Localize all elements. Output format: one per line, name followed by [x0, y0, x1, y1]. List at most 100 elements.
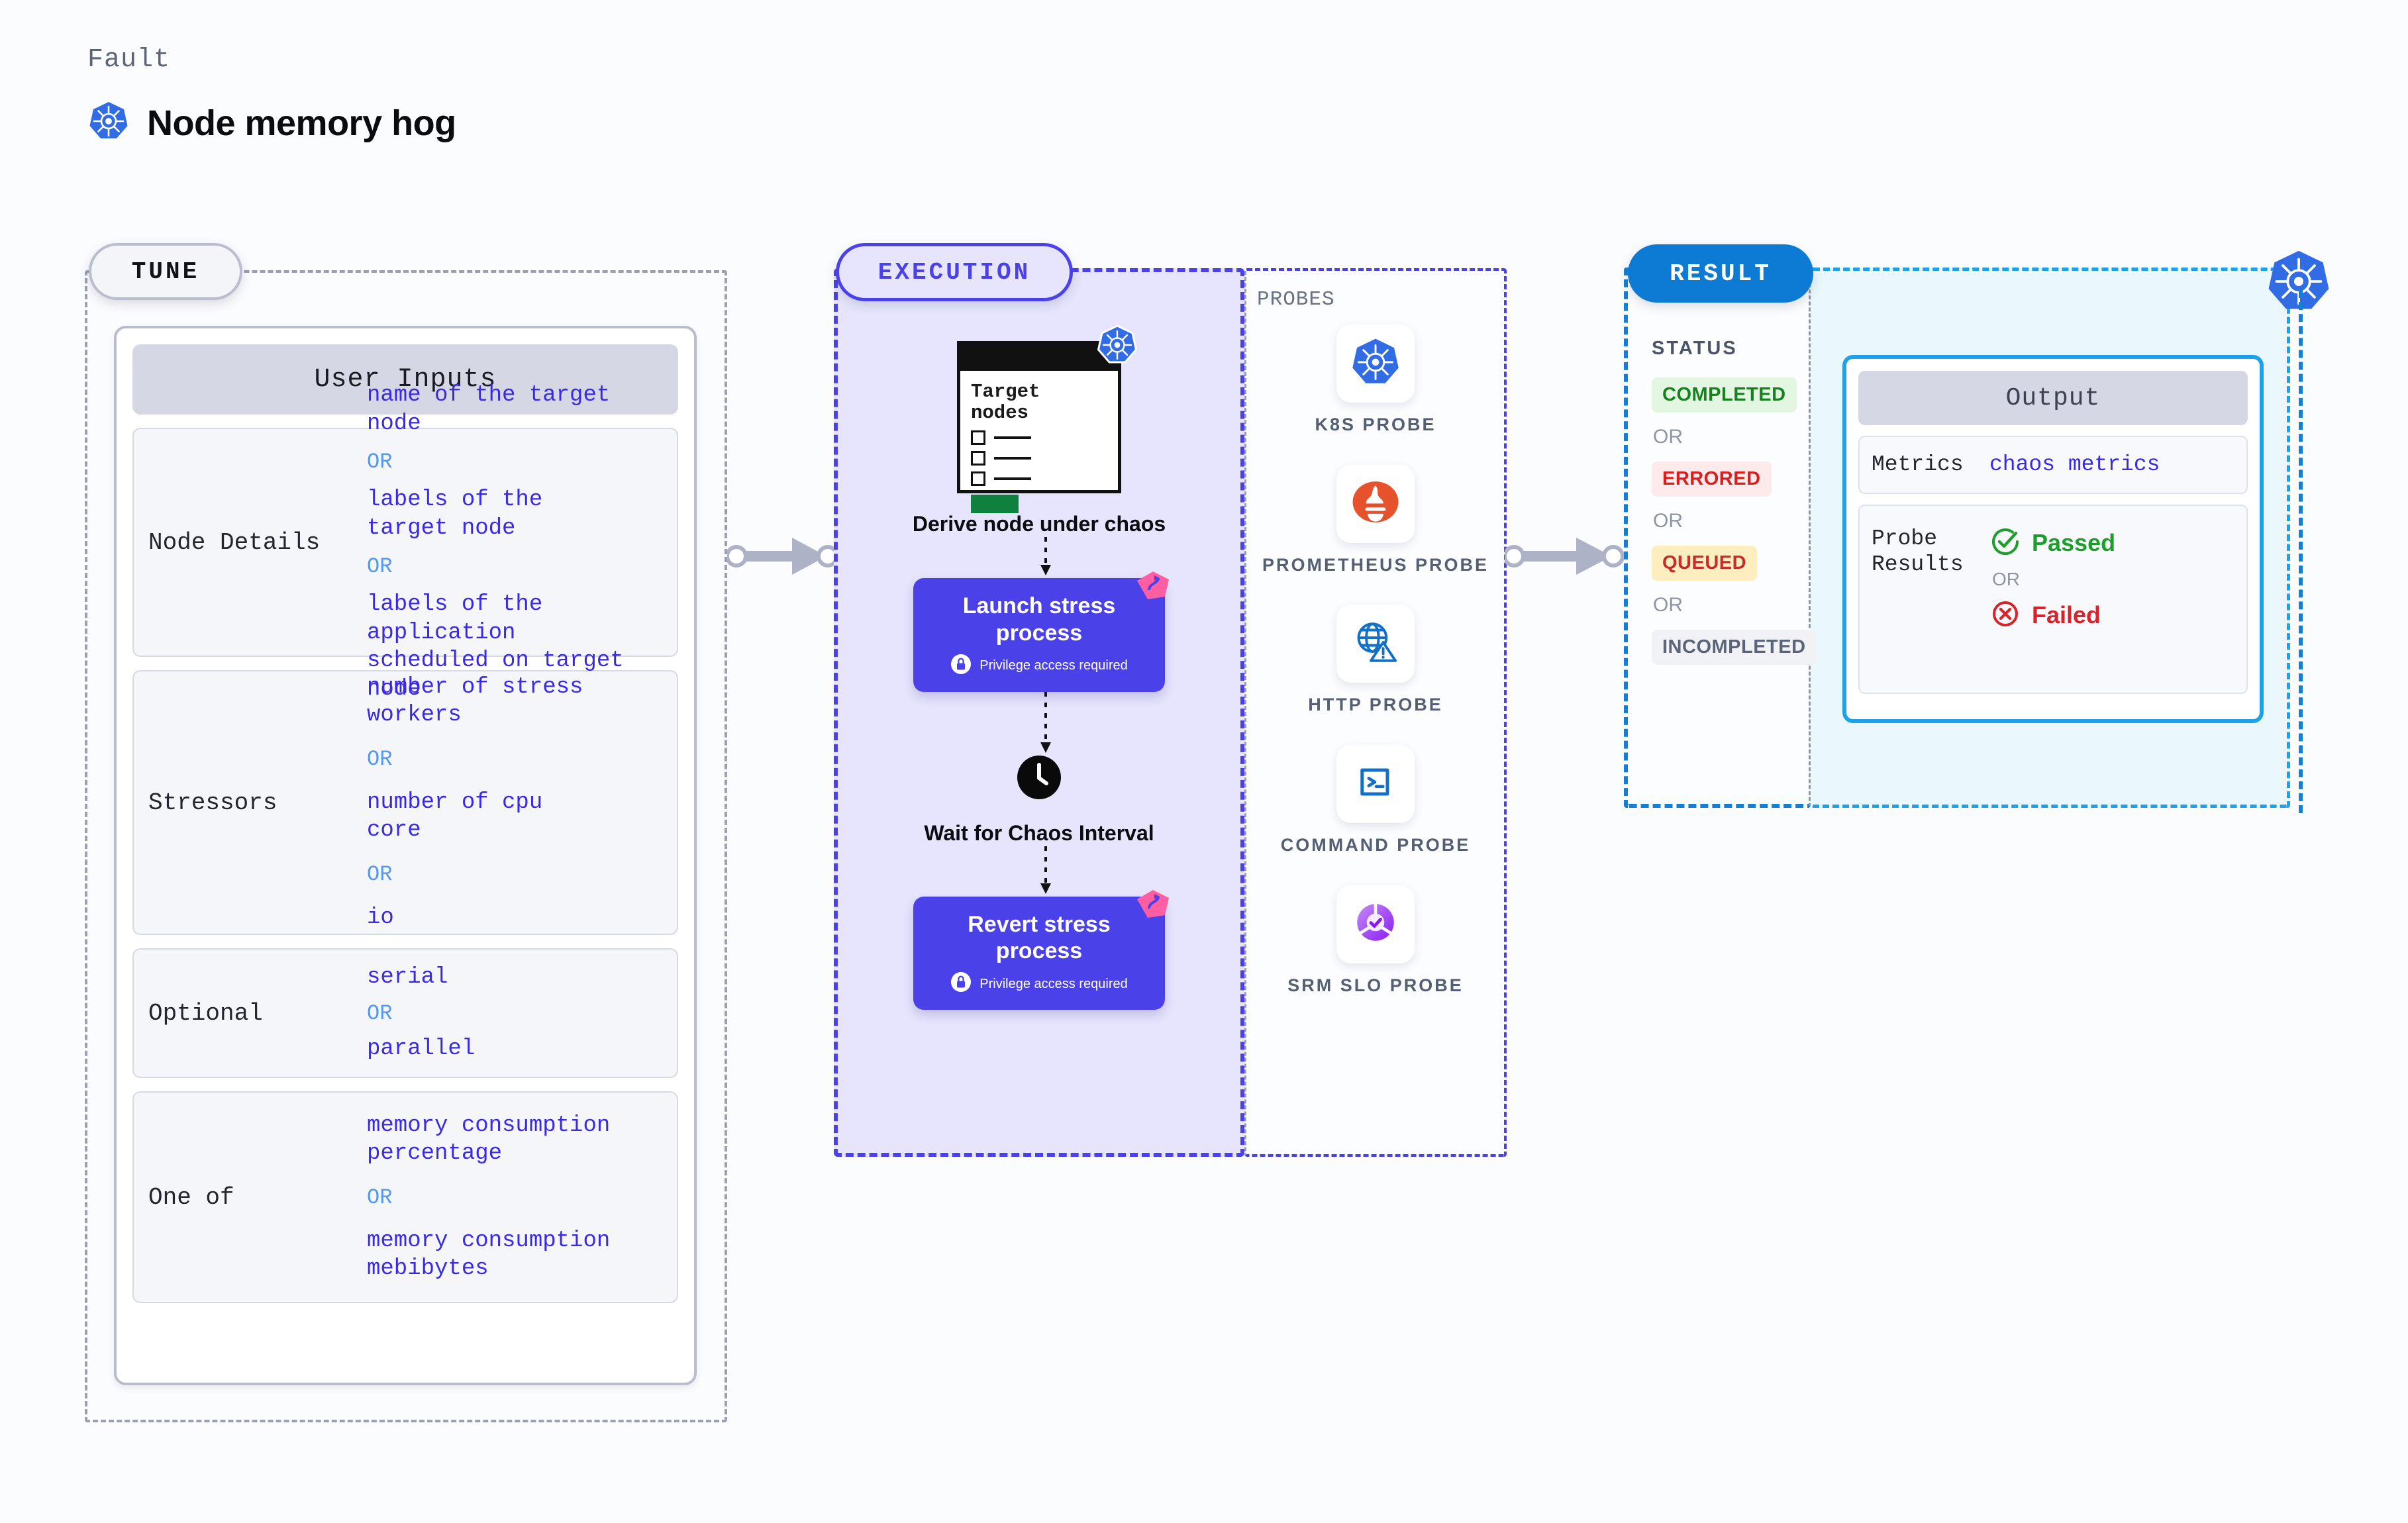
lock-icon	[950, 654, 972, 679]
verdict-label: Passed	[2032, 529, 2116, 557]
probe-label: K8S PROBE	[1315, 415, 1436, 434]
verdict-or: OR	[1992, 568, 2020, 589]
target-node-row	[971, 450, 1107, 466]
probe-tile	[1336, 605, 1415, 683]
tune-value: name of the target node	[367, 383, 611, 436]
probe-label: COMMAND PROBE	[1280, 834, 1471, 855]
page-title: Node memory hog	[147, 103, 456, 143]
tune-or: OR	[367, 746, 393, 771]
tune-or: OR	[367, 554, 393, 579]
tune-value: serial	[367, 965, 448, 990]
tune-value: labels of the target node	[367, 487, 543, 541]
status-badge-incompleted: INCOMPLETED	[1652, 630, 1817, 665]
metrics-value: chaos metrics	[1989, 452, 2160, 477]
kubernetes-icon	[1096, 324, 1138, 369]
tune-row-values: number of stress workers OR number of cp…	[367, 673, 583, 932]
target-node-row	[971, 471, 1107, 486]
connector-tune-to-execution	[725, 530, 846, 586]
verdict-label: Failed	[2032, 601, 2101, 629]
derive-node-step: Target nodes	[957, 324, 1138, 513]
probe-tile	[1336, 885, 1415, 963]
connector-execution-to-result	[1503, 530, 1637, 586]
tune-value: number of cpu core	[367, 789, 543, 844]
probes-panel	[1244, 268, 1507, 1157]
result-panel	[1624, 268, 1811, 808]
line-placeholder	[994, 477, 1031, 480]
tune-value: number of stress workers	[367, 674, 583, 728]
tune-row-one-of: One of memory consumption percentage OR …	[132, 1091, 678, 1303]
line-placeholder	[994, 436, 1031, 439]
step-title: Launch stress process	[962, 593, 1116, 646]
probe-item-http[interactable]: HTTP PROBE	[1308, 605, 1443, 717]
output-title: Output	[1858, 371, 2248, 425]
probe-tile	[1336, 744, 1415, 823]
x-circle-icon	[1989, 598, 2021, 633]
probe-label: SRM SLO PROBE	[1287, 975, 1464, 995]
privilege-text: Privilege access required	[979, 658, 1128, 673]
tune-row-label: Node Details	[148, 528, 321, 556]
probe-tile	[1336, 464, 1415, 543]
execution-panel-tag: EXECUTION	[836, 243, 1073, 301]
tune-row-stressors: Stressors number of stress workers OR nu…	[132, 670, 678, 935]
privilege-text: Privilege access required	[979, 976, 1128, 991]
probe-item-k8s[interactable]: K8S PROBE	[1315, 324, 1436, 437]
output-row-metrics: Metrics chaos metrics	[1858, 436, 2248, 494]
chaos-ribbon-icon	[1136, 570, 1170, 604]
checkbox-icon	[971, 471, 985, 486]
checkbox-icon	[971, 450, 985, 466]
terminal-icon	[1352, 758, 1399, 809]
prometheus-icon	[1350, 477, 1401, 530]
checkbox-icon	[971, 430, 985, 445]
step-caption-wait-chaos: Wait for Chaos Interval	[924, 820, 1154, 845]
flow-arrow	[1038, 846, 1051, 897]
status-badge-errored: ERRORED	[1652, 462, 1772, 497]
card-titlebar	[960, 344, 1118, 371]
metrics-label: Metrics	[1872, 452, 1964, 477]
check-circle-icon	[1989, 526, 2021, 561]
flow-arrow	[1038, 691, 1051, 756]
status-badge-completed: COMPLETED	[1652, 377, 1797, 413]
globe-alert-icon	[1351, 618, 1400, 670]
tune-panel-tag: TUNE	[89, 243, 242, 300]
fault-kicker: Fault	[87, 45, 171, 75]
tune-value: parallel	[367, 1036, 476, 1061]
page-header: Fault Node memory hog	[87, 45, 456, 146]
execution-flow: Target nodes Derive node under	[834, 268, 1244, 1157]
step-caption-derive-node: Derive node under chaos	[912, 512, 1166, 536]
lock-icon	[950, 971, 972, 997]
tune-row-node-details: Node Details name of the target node OR …	[132, 383, 678, 702]
status-or: OR	[1653, 510, 1683, 532]
probe-label: HTTP PROBE	[1308, 695, 1443, 715]
probe-tile	[1336, 324, 1415, 403]
target-nodes-title: Target nodes	[971, 381, 1040, 424]
probe-results-label: Probe Results	[1872, 526, 1964, 577]
verdict-passed: Passed	[1989, 526, 2115, 561]
probes-list: K8S PROBE PROMETHEUS PROBE	[1244, 324, 1507, 997]
tune-row-label: Stressors	[148, 789, 277, 816]
probe-item-srm-slo[interactable]: SRM SLO PROBE	[1287, 885, 1464, 998]
probe-item-prometheus[interactable]: PROMETHEUS PROBE	[1262, 464, 1489, 577]
tune-or: OR	[367, 1185, 393, 1210]
result-panel-tag: RESULT	[1628, 244, 1813, 303]
kubernetes-icon	[1350, 336, 1401, 391]
tune-row-optional: Optional serial OR parallel	[132, 948, 678, 1078]
kubernetes-icon	[87, 100, 130, 146]
verdict-list: Passed OR Failed	[1989, 526, 2115, 633]
status-or: OR	[1653, 594, 1683, 616]
launch-stress-process-step[interactable]: Launch stress process Privilege access r…	[913, 571, 1169, 692]
tune-row-label: Optional	[148, 999, 263, 1027]
tune-or: OR	[367, 1001, 393, 1026]
status-or: OR	[1653, 426, 1683, 448]
output-row-probe-results: Probe Results Passed OR	[1858, 504, 2248, 694]
line-placeholder	[994, 456, 1031, 460]
revert-stress-process-step[interactable]: Revert stress process Privilege access r…	[913, 889, 1169, 1010]
tune-row-values: serial OR parallel	[367, 963, 475, 1063]
target-nodes-card: Target nodes	[957, 341, 1121, 513]
privilege-note: Privilege access required	[925, 654, 1153, 679]
chaos-ribbon-icon	[1136, 889, 1170, 922]
srm-slo-icon	[1351, 898, 1400, 950]
tune-or: OR	[367, 861, 393, 887]
probe-item-command[interactable]: COMMAND PROBE	[1280, 744, 1471, 858]
tune-row-values: name of the target node OR labels of the…	[367, 381, 662, 703]
status-badge-queued: QUEUED	[1652, 546, 1758, 581]
